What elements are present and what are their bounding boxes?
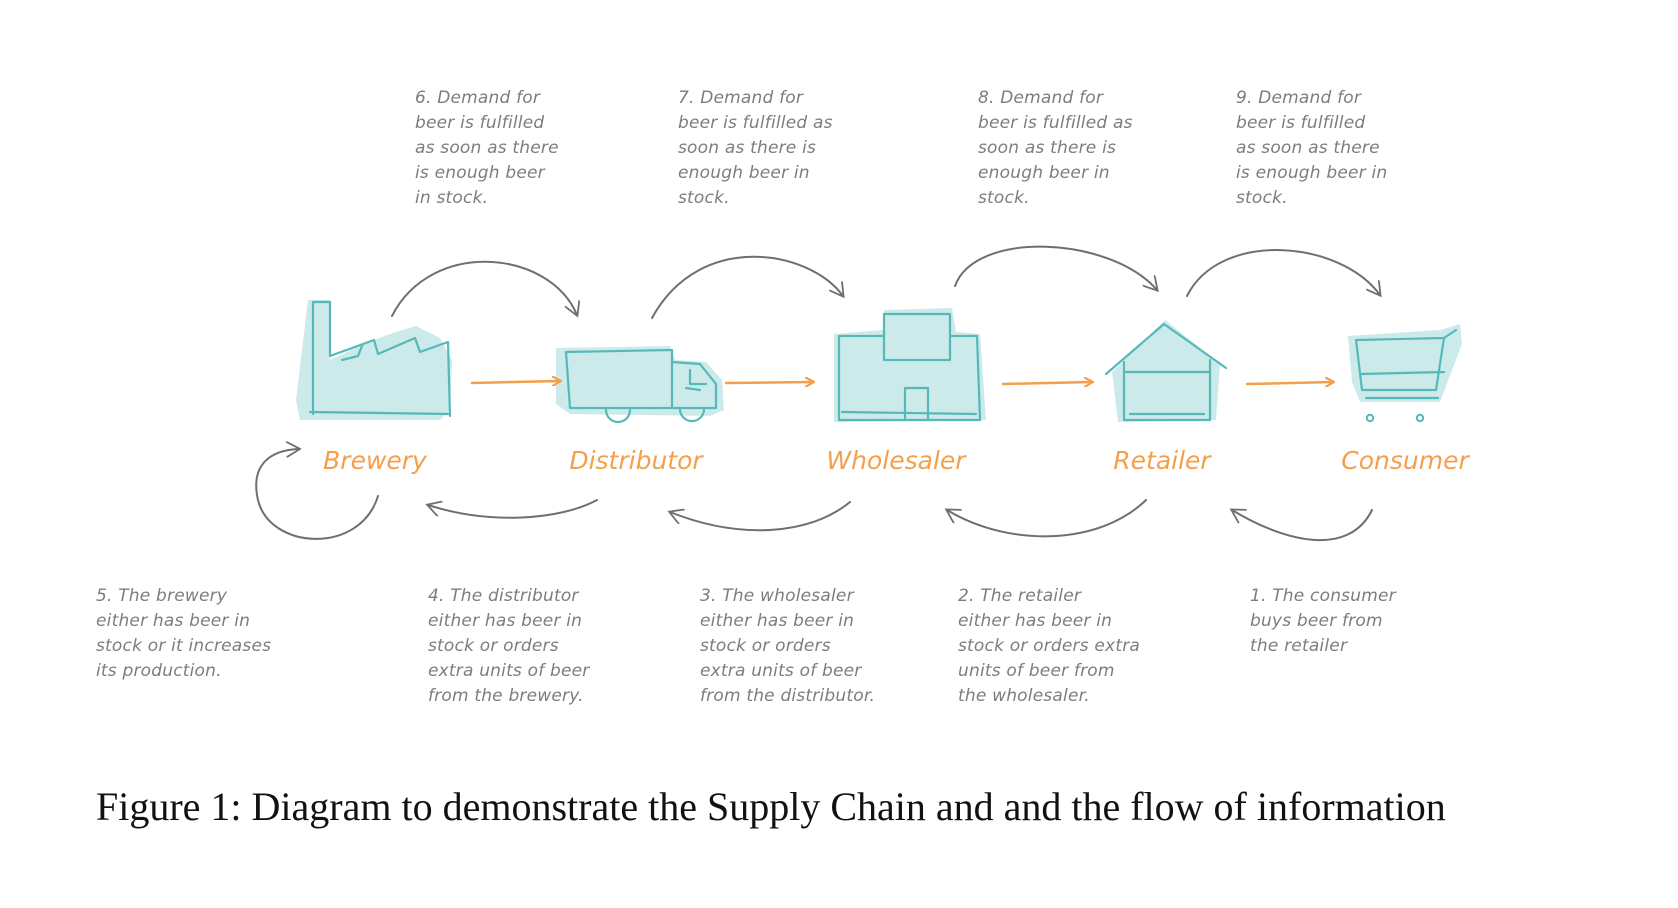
note-step-1: 1. The consumer buys beer from the retai… [1250,586,1396,656]
fulfilment-arrows [391,245,1380,319]
note-step-7: 7. Demand for beer is fulfilled as soon … [678,88,833,208]
note-step-3: 3. The wholesaler either has beer in sto… [700,586,876,706]
note-step-5: 5. The brewery either has beer in stock … [96,586,272,681]
order-arrows [255,449,1373,541]
house-icon [1104,320,1228,422]
warehouse-icon [834,308,986,422]
flow-arrow-distributor-wholesaler [724,382,813,383]
node-label-brewery: Brewery [323,446,427,475]
flow-arrow-retailer-consumer [1245,382,1333,384]
note-step-2: 2. The retailer either has beer in stock… [958,586,1140,706]
note-step-9: 9. Demand for beer is fulfilled as soon … [1236,88,1388,208]
note-step-8: 8. Demand for beer is fulfilled as soon … [978,88,1133,208]
flow-arrow-brewery-distributor [470,381,560,383]
arc-fulfil-7 [651,255,843,319]
figure-caption: Figure 1: Diagram to demonstrate the Sup… [96,784,1446,829]
arc-order-4 [428,499,598,519]
node-label-consumer: Consumer [1341,446,1469,475]
note-step-4: 4. The distributor either has beer in st… [428,586,590,706]
arc-fulfil-9 [1186,249,1380,296]
note-step-6: 6. Demand for beer is fulfilled as soon … [415,88,559,208]
node-label-retailer: Retailer [1113,446,1211,475]
shopping-cart-icon [1348,324,1462,423]
truck-icon [556,346,724,424]
flow-arrow-wholesaler-retailer [1001,382,1092,384]
product-flow-arrows [470,381,1333,384]
arc-order-1 [1232,510,1373,541]
arc-order-2 [947,499,1147,538]
arc-fulfil-8 [954,245,1157,290]
node-label-distributor: Distributor [569,446,703,475]
node-label-wholesaler: Wholesaler [826,446,966,475]
arc-order-3 [670,501,851,532]
arc-fulfil-6 [391,260,577,316]
arc-brewery-production [255,449,379,540]
factory-icon [296,300,452,420]
